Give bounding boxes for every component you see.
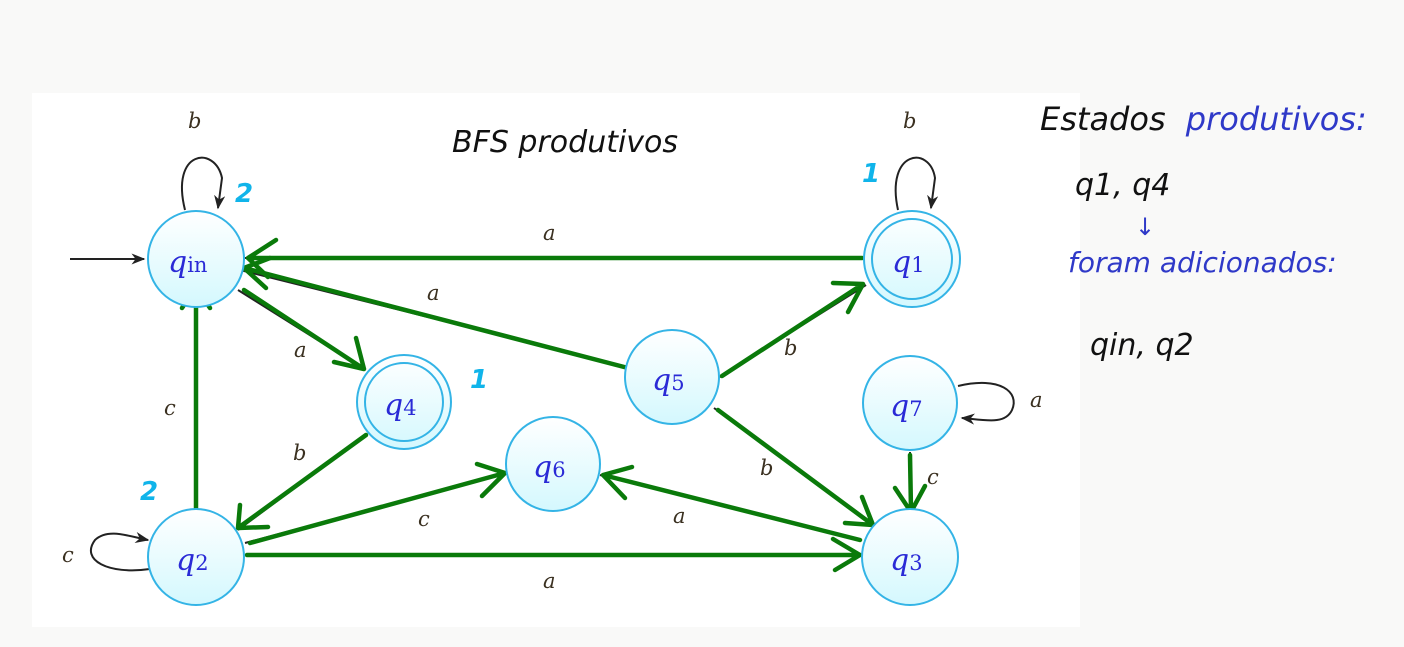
bfs-edge-q5-q1 [719,280,866,379]
added-states-list: qin, q2 [1090,328,1194,363]
state-q7[interactable]: q7 [862,355,958,451]
edge-label-q1-self: b [903,109,916,133]
self-loop-qin-b [181,156,226,211]
edge-label-q2-self: c [62,543,74,567]
bfs-order-mark-q2: 2 [140,477,158,507]
svg-text:q6: q6 [533,450,566,485]
notes-down-arrow: ↓ [1135,213,1155,241]
svg-text:q7: q7 [890,389,923,424]
edge-label-qin-q1: a [543,221,556,245]
svg-text:qin: qin [168,245,207,280]
state-q4[interactable]: q4 [356,354,452,450]
bfs-order-mark-q4: 1 [470,365,488,395]
bfs-edge-q1-qin [245,237,865,280]
state-q6[interactable]: q6 [505,416,601,512]
self-loop-q2-c [89,532,151,572]
bfs-edge-q7-q3 [892,452,928,515]
edge-label-qin-q5: a [427,281,440,305]
added-states-label: foram adicionados: [1068,246,1337,279]
svg-text:q1: q1 [892,245,925,280]
edge-label-qin-q4: a [294,338,307,362]
notes-panel: Estados produtivos: q1, q4 ↓ foram adici… [1040,100,1367,363]
edge-label-q2-q4: b [293,441,306,465]
svg-text:q2: q2 [176,543,209,578]
state-q2[interactable]: q2 [147,508,245,606]
svg-text:q3: q3 [890,543,923,578]
bfs-highlight-edges [179,237,928,573]
productive-states-list: q1, q4 [1075,168,1170,203]
edge-label-q3-q5: b [760,456,773,480]
edge-label-q3-q7: c [927,465,939,489]
state-q3[interactable]: q3 [861,508,959,606]
self-loop-q7-a [957,381,1015,425]
self-loop-q1-b [894,156,939,211]
state-qin[interactable]: qin [147,210,245,308]
state-q1[interactable]: q1 [863,210,961,308]
svg-text:q5: q5 [652,363,685,398]
edge-label-qin-q2: c [164,396,176,420]
bfs-edge-q3-q6 [600,464,863,543]
svg-text:q4: q4 [384,388,417,423]
state-q5[interactable]: q5 [624,329,720,425]
bfs-edge-qin-q4 [241,287,367,372]
bfs-edge-q2-q3 [244,536,863,573]
diagram-title: BFS produtivos [452,125,678,160]
edge-label-q6-q3: a [673,504,686,528]
edge-label-q2-q6: c [418,507,430,531]
edge-label-q5-q1: b [784,336,797,360]
bfs-order-mark-qin: 2 [235,179,253,209]
bfs-edge-q2-q6 [247,461,508,546]
bfs-order-mark-q1: 1 [862,159,880,189]
bfs-edge-q4-q2 [235,432,369,531]
edge-label-q3-q2: a [543,569,556,593]
edge-labels: b b c a a a a c b c a b b a c [62,109,1043,593]
bfs-edge-q2-qin [179,284,213,513]
edge-label-q7-self: a [1030,388,1043,412]
edge-label-qin-self: b [188,109,201,133]
notes-heading: Estados produtivos: [1040,100,1367,138]
